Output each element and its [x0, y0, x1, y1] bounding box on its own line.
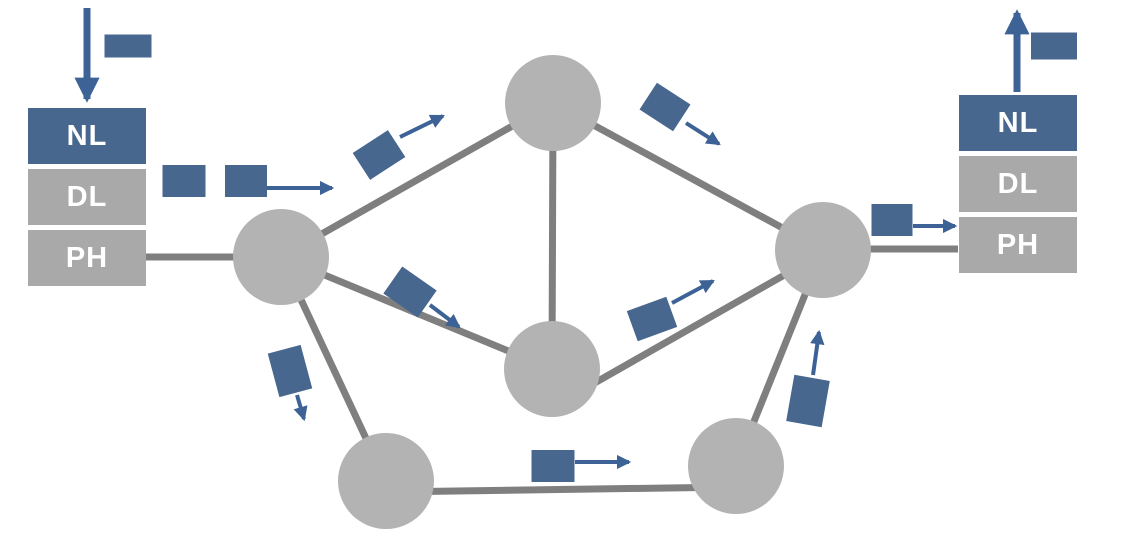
right-physical-layer-box: PH — [959, 217, 1077, 273]
left-physical-layer-box: PH — [28, 230, 146, 286]
packet-on-edge-bottomright-right-arrow — [810, 329, 825, 376]
edge-left-top — [279, 99, 555, 261]
router-center — [504, 321, 600, 417]
packet-on-edge-left-bottomleft-arrow — [293, 394, 308, 422]
right-data-link-layer-box: DL — [959, 156, 1077, 212]
packet-on-edge-left-bottomleft — [267, 344, 313, 398]
packet-on-edge-center-right-arrow — [671, 279, 715, 305]
packet-on-edge-top-right — [639, 82, 691, 132]
packet-on-edge-left-top — [352, 130, 406, 180]
right-network-layer-box: NL — [959, 95, 1077, 151]
router-bottom-left — [338, 433, 434, 529]
packet-on-edge-bottom — [531, 450, 575, 482]
edge-center-right — [568, 249, 825, 401]
right-host-protocol-stack: NL DL PH — [959, 95, 1077, 278]
router-bottom-right — [688, 418, 784, 514]
packet-queued-first — [162, 165, 206, 197]
left-host-protocol-stack: NL DL PH — [28, 108, 146, 291]
packet-queued-second — [225, 165, 267, 197]
left-data-link-layer-box: DL — [28, 169, 146, 225]
packet-on-edge-center-right — [626, 296, 678, 342]
edge-top-right — [551, 99, 825, 254]
router-left — [233, 209, 329, 305]
packet-on-edge-left-top-arrow — [399, 114, 445, 139]
packet-departing-right-host — [1031, 32, 1077, 60]
packet-to-right-host — [871, 204, 913, 236]
router-top — [505, 55, 601, 151]
packet-arriving-left-host — [104, 34, 152, 58]
packet-on-edge-top-right-arrow — [684, 121, 721, 146]
packet-on-edge-left-center-arrow — [428, 303, 461, 329]
left-network-layer-box: NL — [28, 108, 146, 164]
edge-bottomleft-bottomright — [385, 483, 737, 496]
router-right — [775, 202, 871, 298]
packet-on-edge-bottomright-right — [786, 374, 830, 428]
packet-on-edge-left-center — [383, 266, 437, 318]
